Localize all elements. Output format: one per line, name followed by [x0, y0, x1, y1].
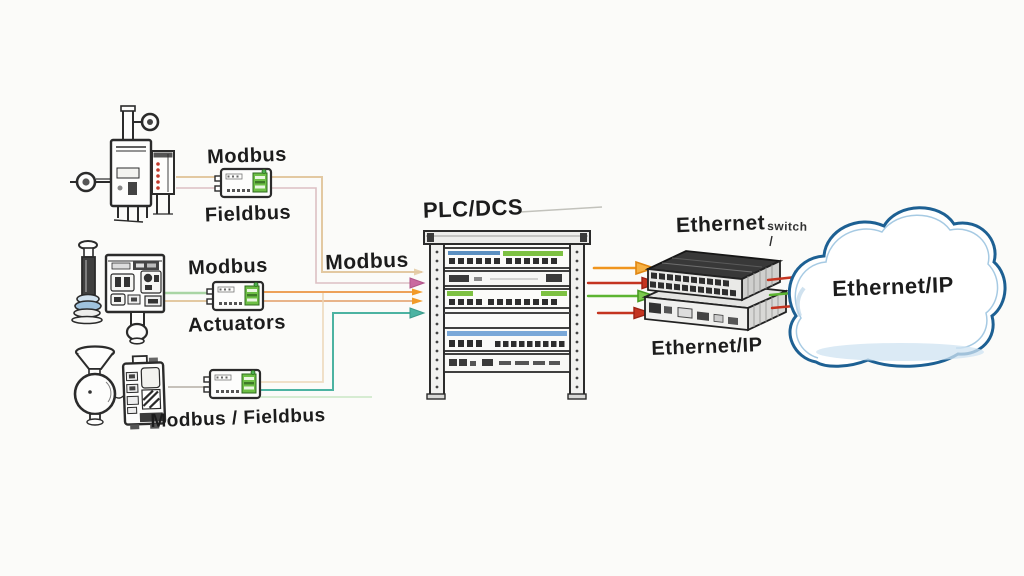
- rack-unit-controller: [443, 270, 571, 287]
- rack-unit-switch-2: [443, 288, 571, 309]
- modbus-gateway-1: [213, 167, 273, 199]
- label-ethernet-main: Ethernet: [675, 211, 766, 238]
- label-ethernet-ip-cloud: Ethernet/IP: [831, 271, 955, 302]
- label-modbus-fieldbus-top: Modbus: [206, 143, 288, 169]
- label-modbus-actuators-top: Modbus: [187, 254, 269, 280]
- label-fieldbus: Fieldbus: [204, 201, 292, 227]
- rack-unit-switch-1: [443, 247, 571, 269]
- rack-unit-io-module: [443, 327, 571, 352]
- modbus-gateway-2: [205, 280, 265, 312]
- rack-input-arrowheads: [409, 268, 426, 319]
- label-ethernet-sub: switch: [767, 219, 808, 234]
- label-ethernet-switch: Ethernet switch: [676, 210, 808, 239]
- plc-dcs-rack-sketch: [423, 206, 603, 400]
- wire-bundle-bottom-gateway-to-rack: [168, 293, 410, 398]
- modbus-gateway-3: [202, 368, 262, 400]
- label-actuators: Actuators: [187, 311, 287, 337]
- transmitter-device-sketch: [70, 105, 175, 223]
- wire-bundle-middle-gateway-to-rack: [162, 291, 412, 302]
- label-modbus-bus: Modbus: [324, 248, 410, 275]
- ethernet-ip-cloud-sketch: [787, 206, 1007, 368]
- label-ethernet-ip-switches: Ethernet/IP: [651, 334, 763, 360]
- actuator-device-sketch: [71, 240, 166, 345]
- rack-unit-terminal-strip: [443, 353, 571, 373]
- label-plc-dcs: PLC/DCS: [422, 194, 524, 223]
- ethernet-switch-lower-sketch: [641, 279, 790, 332]
- ethernet-switch-upper-sketch: [644, 235, 784, 302]
- flow-meter-device-sketch: [73, 345, 167, 430]
